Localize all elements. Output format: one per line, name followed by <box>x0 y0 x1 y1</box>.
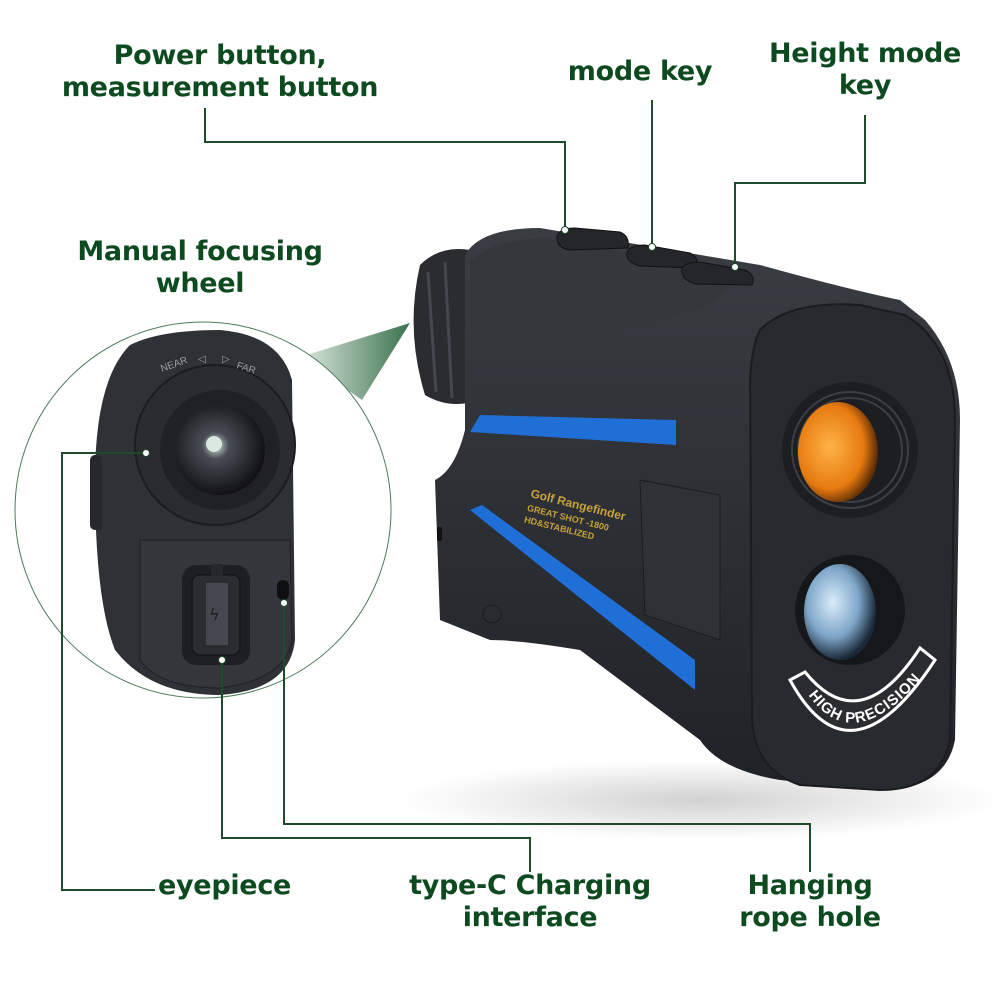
callout-rope-line2: rope hole <box>739 901 881 933</box>
leader-lines <box>61 100 866 891</box>
callout-rope-line1: Hanging <box>747 870 873 901</box>
blue-stripe-upper <box>470 415 676 445</box>
leader-height-mode <box>734 115 866 267</box>
rope-slot-main <box>437 527 442 541</box>
side-button <box>482 604 502 624</box>
callout-height-mode-key: Height mode key <box>750 38 980 101</box>
mode-button[interactable] <box>626 244 698 269</box>
anchor-dots <box>142 226 739 664</box>
orange-lens <box>798 402 878 502</box>
callout-focus-line1: Manual focusing <box>77 236 323 267</box>
callout-mode-line1: mode key <box>567 56 713 87</box>
callout-eyepiece-line1: eyepiece <box>158 870 292 901</box>
eyepiece-lens <box>175 405 265 495</box>
rangefinder-rear-view: NEAR ◁ ▷ FAR ϟ <box>90 330 296 695</box>
blue-stripe-lower <box>470 505 695 690</box>
top-buttons <box>556 227 754 286</box>
callout-type-c-line1: type-C Charging <box>409 870 651 901</box>
blue-lens <box>804 564 876 660</box>
callout-mode-key: mode key <box>540 56 740 88</box>
near-arrow-icon: ◁ <box>198 354 206 365</box>
leader-type-c <box>221 660 531 872</box>
high-precision-badge <box>787 645 938 732</box>
rangefinder-main-view: HIGH PRECISION Golf Rangefinder GREAT SH… <box>413 227 960 792</box>
callout-power-line1: Power button, <box>113 40 327 71</box>
height-mode-button[interactable] <box>681 261 754 286</box>
callout-power-line2: measurement button <box>61 71 379 103</box>
leader-rope-hole <box>283 603 811 872</box>
callout-focus-wheel: Manual focusing wheel <box>55 236 345 299</box>
callout-height-line2: key <box>838 69 892 101</box>
callout-focus-line2: wheel <box>155 267 245 299</box>
callout-eyepiece: eyepiece <box>158 870 318 902</box>
leader-eyepiece <box>61 452 155 891</box>
callout-rope-hole: Hanging rope hole <box>720 870 900 933</box>
lightning-icon: ϟ <box>209 605 220 624</box>
callout-type-c: type-C Charging interface <box>385 870 675 933</box>
callout-power-button: Power button, measurement button <box>40 40 400 103</box>
zoom-wedge <box>300 323 410 400</box>
callout-height-line1: Height mode <box>768 38 962 69</box>
far-arrow-icon: ▷ <box>222 354 230 365</box>
rope-hole <box>277 580 289 600</box>
callout-type-c-line2: interface <box>462 901 598 933</box>
leader-power <box>204 108 566 230</box>
